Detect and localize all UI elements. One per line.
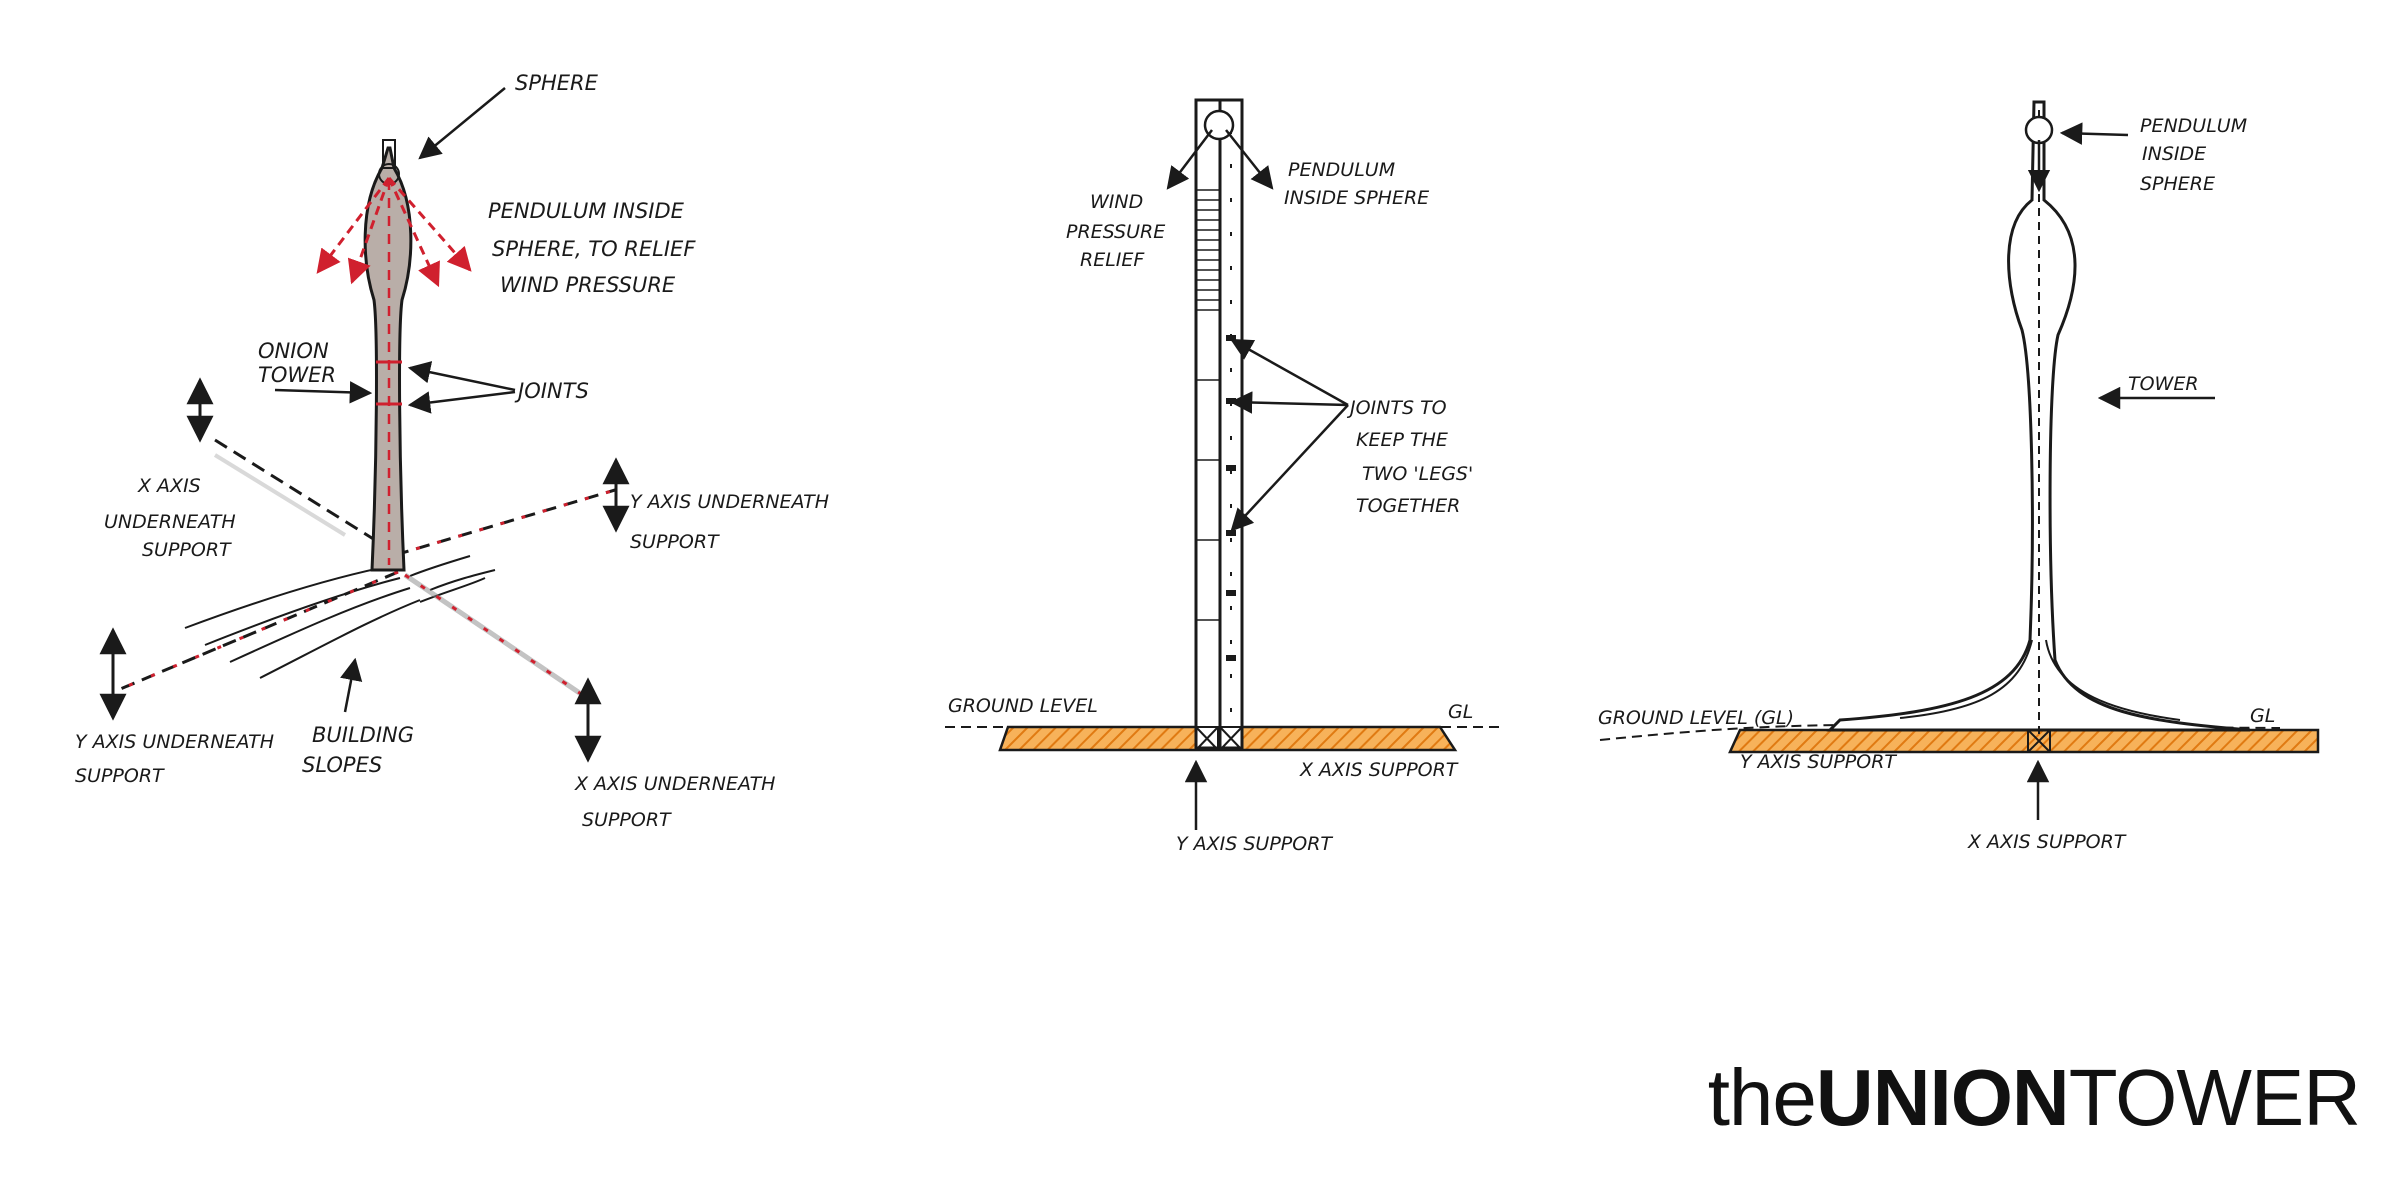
pendulum-wind-arrows: [316, 177, 472, 288]
tower-top: [382, 139, 396, 169]
onion-tower-label: ONION TOWER: [258, 339, 336, 387]
brand-light: TOWER: [2068, 1053, 2361, 1142]
support-cross: [1195, 726, 1243, 751]
y-axis-support-left-label: Y AXIS UNDERNEATH SUPPORT: [75, 731, 280, 787]
building-slopes-label: BUILDING SLOPES: [302, 723, 421, 777]
sketch-side-elevation: PENDULUM INSIDE SPHERE TOWER GROUND LEVE…: [1598, 100, 2320, 853]
gl-label: GL: [2250, 705, 2275, 727]
ground-level-label: GROUND LEVEL: [948, 695, 1098, 717]
brand-bold: UNION: [1815, 1053, 2070, 1142]
building-slopes-lines: [184, 555, 496, 679]
pendulum-label: PENDULUM INSIDE SPHERE: [2140, 115, 2253, 195]
pendulum-label: PENDULUM INSIDE SPHERE: [1284, 159, 1429, 209]
sketch-perspective: SPHERE PENDULUM INSIDE SPHERE, TO RELIEF…: [75, 71, 835, 831]
tower-body: [1826, 100, 2251, 732]
pendulum-label: PENDULUM INSIDE SPHERE, TO RELIEF WIND P…: [488, 199, 702, 297]
support-cross: [2027, 729, 2051, 753]
joints-label: JOINTS: [514, 379, 589, 403]
tower-label: TOWER: [2128, 373, 2199, 395]
sphere-label: SPHERE: [515, 71, 599, 95]
brand-prefix: the: [1707, 1053, 1817, 1142]
x-axis-support-label: X AXIS SUPPORT: [1299, 759, 1459, 781]
ground-level-line: [1599, 723, 2281, 741]
ground-level-label: GROUND LEVEL (GL): [1598, 707, 1794, 729]
tower-leg-right: [1218, 98, 1244, 750]
wind-relief-ribs: [1196, 189, 1220, 621]
y-axis-support-label: Y AXIS SUPPORT: [1740, 751, 1897, 773]
y-axis-support-right-label: Y AXIS UNDERNEATH SUPPORT: [630, 491, 835, 553]
x-axis-support-label: X AXIS UNDERNEATH SUPPORT: [104, 475, 242, 561]
y-axis-support-label: Y AXIS SUPPORT: [1176, 833, 1333, 855]
sphere-shape: [2024, 115, 2054, 145]
tower-leg-left: [1194, 98, 1222, 750]
brand-logo: theUNIONTOWER: [1708, 1058, 2361, 1138]
ground-hatch: [1728, 728, 2320, 754]
joints-label: JOINTS TO KEEP THE TWO 'LEGS' TOGETHER: [1346, 397, 1479, 517]
x-axis-support-bottom-label: X AXIS UNDERNEATH SUPPORT: [574, 773, 782, 831]
gl-label: GL: [1448, 701, 1473, 723]
sketch-elevation: WIND PRESSURE RELIEF PENDULUM INSIDE SPH…: [945, 98, 1500, 855]
wind-relief-label: WIND PRESSURE RELIEF: [1066, 191, 1171, 271]
x-axis-support-label: X AXIS SUPPORT: [1967, 831, 2127, 853]
support-arrows: [99, 377, 630, 763]
